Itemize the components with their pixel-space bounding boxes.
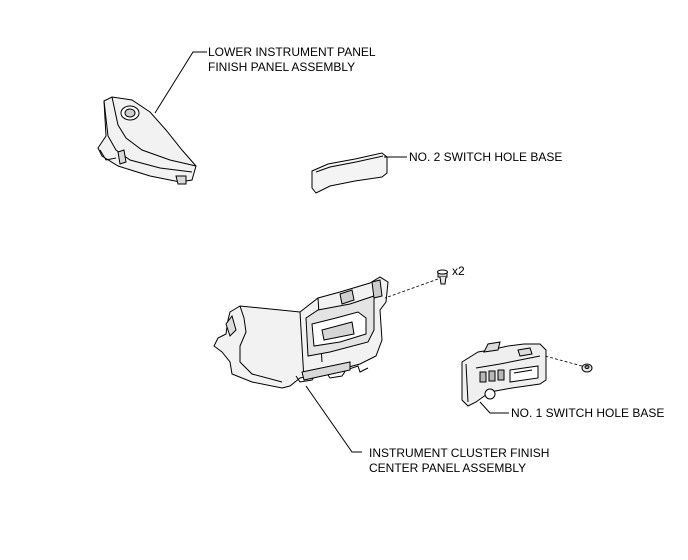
no1-switch-hole-base <box>461 341 547 407</box>
label-lower-panel-line1: LOWER INSTRUMENT PANEL <box>208 45 376 59</box>
lower-instrument-panel-finish-panel <box>97 96 197 185</box>
instrument-cluster-center-panel <box>213 276 389 389</box>
screw-alignment-line-2 <box>544 355 583 367</box>
label-center-panel-line2: CENTER PANEL ASSEMBLY <box>369 461 527 475</box>
label-no2-switch-hole-base: NO. 2 SWITCH HOLE BASE <box>409 150 563 164</box>
leader-center-panel <box>305 385 362 453</box>
label-lower-panel-line2: FINISH PANEL ASSEMBLY <box>208 60 356 74</box>
no2-switch-hole-base <box>311 152 388 194</box>
label-no1-switch-hole-base: NO. 1 SWITCH HOLE BASE <box>511 406 665 420</box>
screw-center-panel <box>437 269 448 285</box>
screw-no1-switch-base <box>581 363 593 373</box>
leader-lower-panel <box>154 51 207 114</box>
screw-alignment-line-1 <box>384 278 439 299</box>
leader-no1-switch-base <box>479 401 509 414</box>
label-screw-quantity: x2 <box>452 264 465 278</box>
label-center-panel-line1: INSTRUMENT CLUSTER FINISH <box>369 446 550 460</box>
